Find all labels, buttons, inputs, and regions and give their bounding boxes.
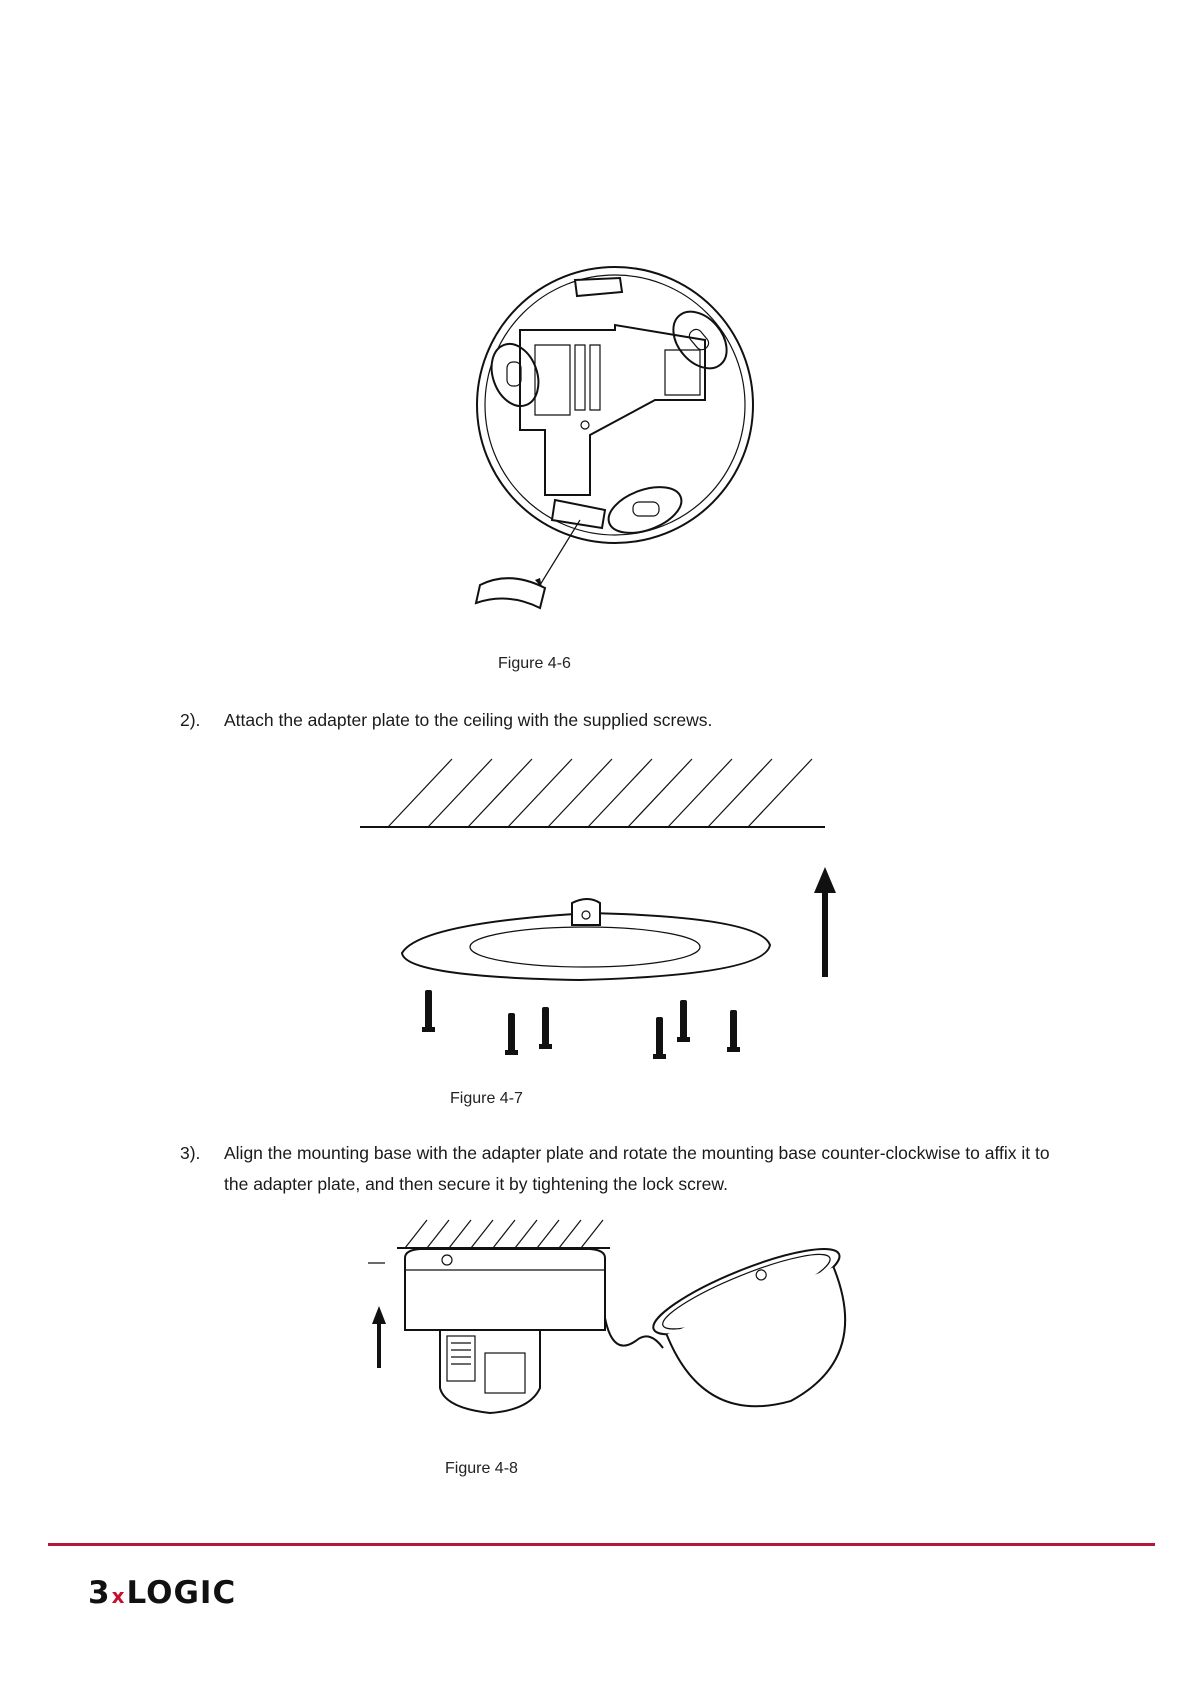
footer-divider bbox=[48, 1543, 1155, 1546]
brand-logo: 3xLOGIC bbox=[88, 1575, 236, 1611]
step-2-number: 2). bbox=[180, 705, 200, 736]
step-3-text: Align the mounting base with the adapter… bbox=[224, 1138, 1054, 1200]
figure-4-6-illustration bbox=[470, 270, 770, 620]
figure-4-8-illustration bbox=[365, 1218, 875, 1448]
figure-4-7-caption: Figure 4-7 bbox=[450, 1090, 523, 1108]
step-2-text: Attach the adapter plate to the ceiling … bbox=[224, 705, 1054, 736]
figure-4-7-illustration bbox=[360, 755, 840, 1055]
step-3-number: 3). bbox=[180, 1138, 200, 1169]
figure-4-6-caption: Figure 4-6 bbox=[498, 655, 571, 673]
figure-4-8-caption: Figure 4-8 bbox=[445, 1460, 518, 1478]
